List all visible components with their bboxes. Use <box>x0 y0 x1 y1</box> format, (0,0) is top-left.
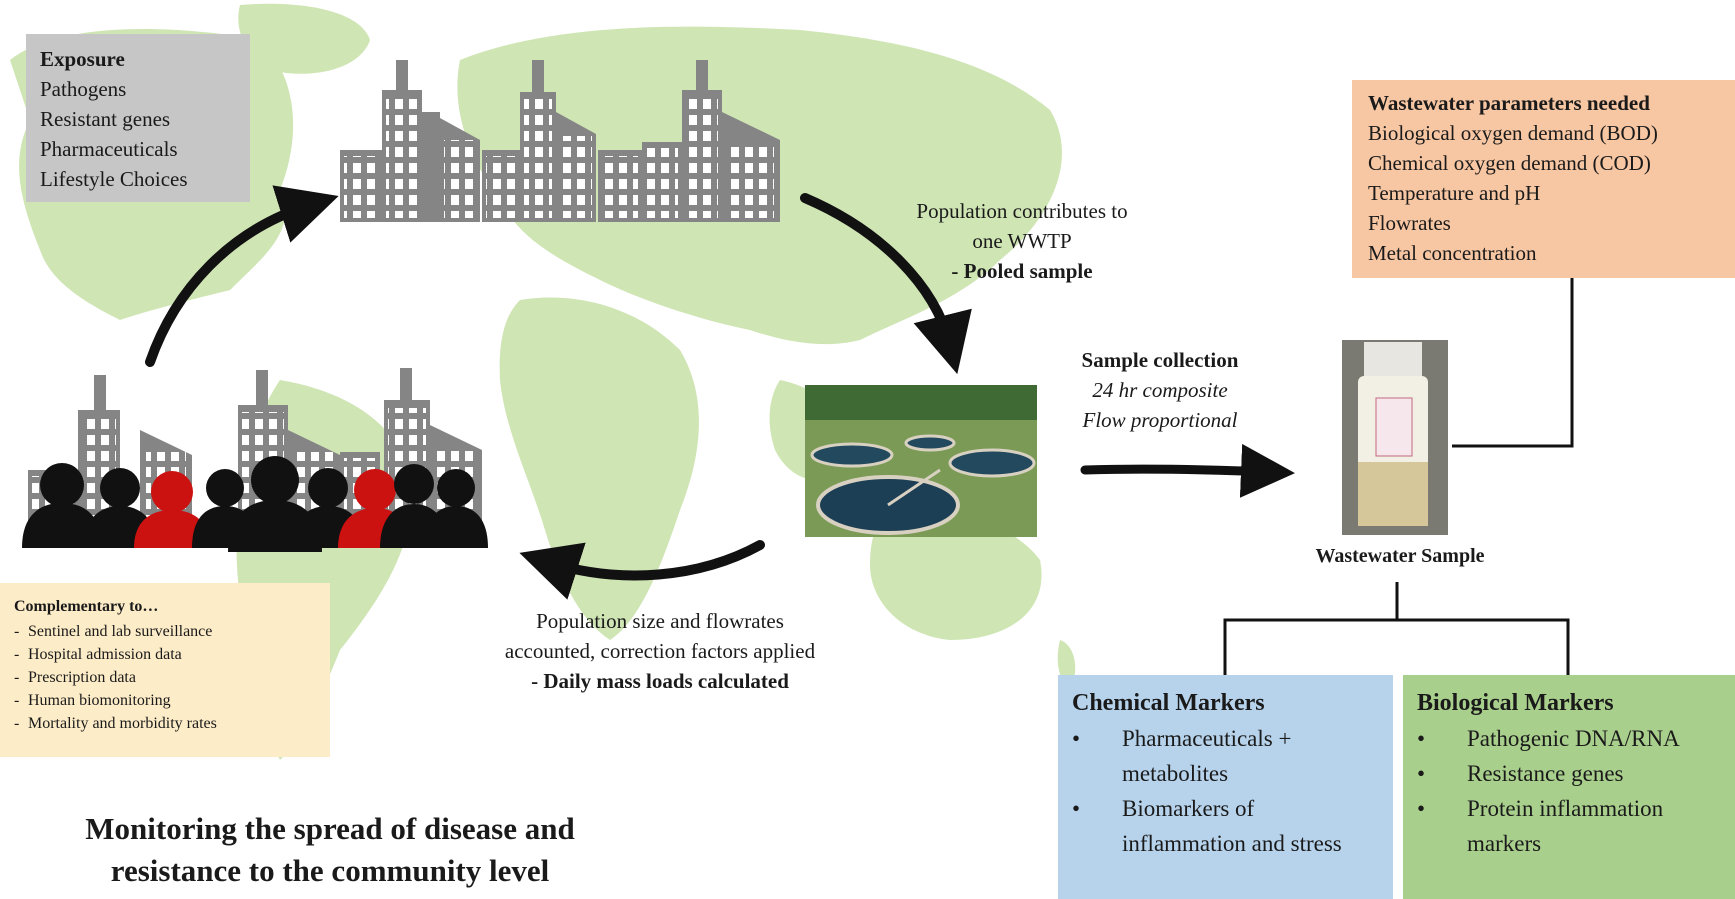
treatment-plant-image <box>805 385 1037 537</box>
population-correction-text: Population size and flowrates accounted,… <box>440 606 880 696</box>
population-contribution-line: one WWTP <box>972 229 1072 253</box>
biological-marker-item: Pathogenic DNA/RNA <box>1417 721 1721 756</box>
daily-mass-loads-label: - Daily mass loads calculated <box>531 669 789 693</box>
complementary-box: Complementary to… Sentinel and lab surve… <box>0 583 330 757</box>
arrow-city-to-plant <box>800 193 972 375</box>
person-figure <box>424 469 488 548</box>
exposure-box: Exposure Pathogens Resistant genes Pharm… <box>26 34 250 202</box>
sample-collection-text: Sample collection 24 hr composite Flow p… <box>1040 345 1280 435</box>
parameter-item: Flowrates <box>1368 211 1451 235</box>
sample-collection-detail: 24 hr composite <box>1092 378 1228 402</box>
complementary-title: Complementary to… <box>14 598 159 615</box>
map-australia <box>870 512 1042 640</box>
chemical-markers-box: Chemical Markers Pharmaceuticals + metab… <box>1058 675 1393 899</box>
biological-marker-item: Protein inflammation markers <box>1417 791 1721 861</box>
connector-params-to-bottle <box>1452 278 1574 448</box>
parameter-item: Temperature and pH <box>1368 181 1541 205</box>
population-correction-line: Population size and flowrates <box>536 609 784 633</box>
wastewater-parameters-box: Wastewater parameters needed Biological … <box>1352 80 1735 278</box>
exposure-item: Pharmaceuticals <box>40 137 178 161</box>
sample-collection-title: Sample collection <box>1081 348 1239 372</box>
person-figure <box>134 471 210 548</box>
biological-markers-title: Biological Markers <box>1417 690 1614 716</box>
wastewater-parameters-title: Wastewater parameters needed <box>1368 91 1650 115</box>
arrow-plant-to-sample <box>1080 443 1295 498</box>
exposure-title: Exposure <box>40 47 125 71</box>
person-figure <box>22 463 102 548</box>
parameter-item: Chemical oxygen demand (COD) <box>1368 151 1651 175</box>
biological-marker-item: Resistance genes <box>1417 756 1721 791</box>
parameter-item: Metal concentration <box>1368 241 1537 265</box>
population-figures <box>22 456 488 552</box>
main-title: Monitoring the spread of disease and res… <box>20 808 640 892</box>
complementary-list: Sentinel and lab surveillance Hospital a… <box>14 620 316 735</box>
main-title-line: resistance to the community level <box>110 853 550 888</box>
complementary-item: Hospital admission data <box>14 643 316 666</box>
complementary-item: Mortality and morbidity rates <box>14 712 316 735</box>
biological-markers-box: Biological Markers Pathogenic DNA/RNA Re… <box>1403 675 1735 899</box>
pooled-sample-label: - Pooled sample <box>951 259 1093 283</box>
sample-collection-detail: Flow proportional <box>1082 408 1238 432</box>
arrow-plant-to-population <box>519 540 765 600</box>
chemical-marker-item: Biomarkers of inflammation and stress <box>1072 791 1379 861</box>
connector-markers-bracket <box>1223 618 1570 675</box>
complementary-item: Human biomonitoring <box>14 689 316 712</box>
exposure-item: Pathogens <box>40 77 127 101</box>
population-contribution-text: Population contributes to one WWTP - Poo… <box>862 196 1182 286</box>
city-skyline-bottom <box>22 368 488 552</box>
sample-bottle-image <box>1342 340 1448 535</box>
complementary-item: Sentinel and lab surveillance <box>14 620 316 643</box>
connector-lines <box>1223 278 1574 675</box>
exposure-item: Lifestyle Choices <box>40 167 188 191</box>
complementary-item: Prescription data <box>14 666 316 689</box>
exposure-item: Resistant genes <box>40 107 171 131</box>
map-greenland <box>238 3 370 74</box>
chemical-markers-list: Pharmaceuticals + metabolites Biomarkers… <box>1072 721 1379 861</box>
flow-arrows <box>145 185 1295 600</box>
wastewater-sample-label: Wastewater Sample <box>1315 545 1485 567</box>
parameter-item: Biological oxygen demand (BOD) <box>1368 121 1658 145</box>
city-skyline-top <box>340 60 780 222</box>
population-contribution-line: Population contributes to <box>916 199 1128 223</box>
map-africa <box>499 297 699 640</box>
chemical-markers-title: Chemical Markers <box>1072 690 1265 716</box>
chemical-marker-item: Pharmaceuticals + metabolites <box>1072 721 1379 791</box>
biological-markers-list: Pathogenic DNA/RNA Resistance genes Prot… <box>1417 721 1721 861</box>
arrow-population-to-exposure <box>145 185 339 367</box>
main-title-line: Monitoring the spread of disease and <box>85 811 575 846</box>
population-correction-line: accounted, correction factors applied <box>504 639 816 663</box>
